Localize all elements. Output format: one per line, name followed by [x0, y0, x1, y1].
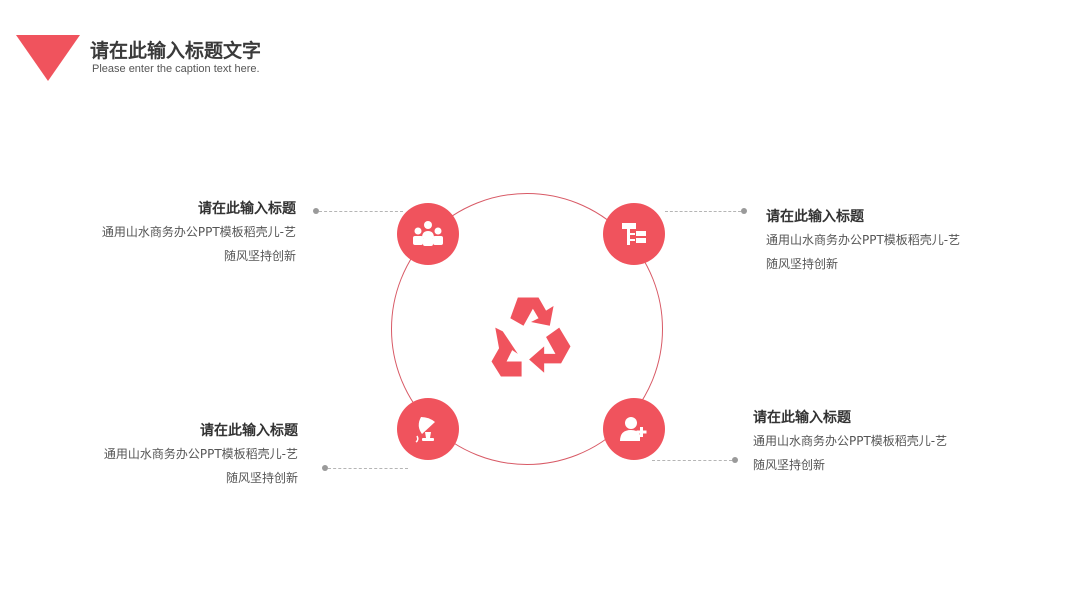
page-subtitle: Please enter the caption text here. — [92, 63, 260, 75]
block-desc-line1: 通用山水商务办公PPT模板稻壳儿-艺 — [101, 225, 296, 239]
satellite-dish-icon — [415, 417, 435, 443]
connector-line-bottom-left — [328, 468, 408, 469]
connector-dot-top-right — [741, 208, 747, 214]
text-block-top-left: 请在此输入标题 通用山水商务办公PPT模板稻壳儿-艺 随风坚持创新 — [102, 198, 296, 268]
text-block-bottom-right: 请在此输入标题 通用山水商务办公PPT模板稻壳儿-艺 随风坚持创新 — [753, 407, 947, 477]
block-title: 请在此输入标题 — [766, 209, 864, 225]
team-icon — [413, 221, 443, 246]
text-block-bottom-left: 请在此输入标题 通用山水商务办公PPT模板稻壳儿-艺 随风坚持创新 — [104, 420, 298, 490]
text-block-top-right: 请在此输入标题 通用山水商务办公PPT模板稻壳儿-艺 随风坚持创新 — [766, 206, 960, 276]
connector-dot-bottom-right — [732, 457, 738, 463]
recycle-icon — [484, 290, 578, 384]
node-top-right — [603, 203, 665, 265]
header-triangle-decoration — [16, 35, 80, 81]
block-desc-line2: 随风坚持创新 — [225, 471, 298, 485]
block-desc-line2: 随风坚持创新 — [753, 458, 826, 472]
block-desc-line2: 随风坚持创新 — [766, 257, 839, 271]
block-desc-line1: 通用山水商务办公PPT模板稻壳儿-艺 — [766, 233, 961, 247]
cycle-ring — [391, 193, 663, 465]
connector-dot-top-left — [313, 208, 319, 214]
block-desc-line1: 通用山水商务办公PPT模板稻壳儿-艺 — [753, 434, 948, 448]
block-desc-line1: 通用山水商务办公PPT模板稻壳儿-艺 — [103, 447, 298, 461]
connector-line-top-left — [319, 211, 403, 212]
node-bottom-right — [603, 398, 665, 460]
connector-line-top-right — [665, 211, 741, 212]
node-top-left — [397, 203, 459, 265]
page-title: 请在此输入标题文字 — [90, 40, 262, 62]
node-bottom-left — [397, 398, 459, 460]
block-title: 请在此输入标题 — [200, 423, 298, 439]
add-user-icon — [620, 417, 647, 441]
connector-dot-bottom-left — [322, 465, 328, 471]
connector-line-bottom-right — [652, 460, 732, 461]
block-desc-line2: 随风坚持创新 — [223, 249, 296, 263]
hierarchy-icon — [622, 223, 646, 245]
block-title: 请在此输入标题 — [753, 410, 851, 426]
block-title: 请在此输入标题 — [198, 201, 296, 217]
